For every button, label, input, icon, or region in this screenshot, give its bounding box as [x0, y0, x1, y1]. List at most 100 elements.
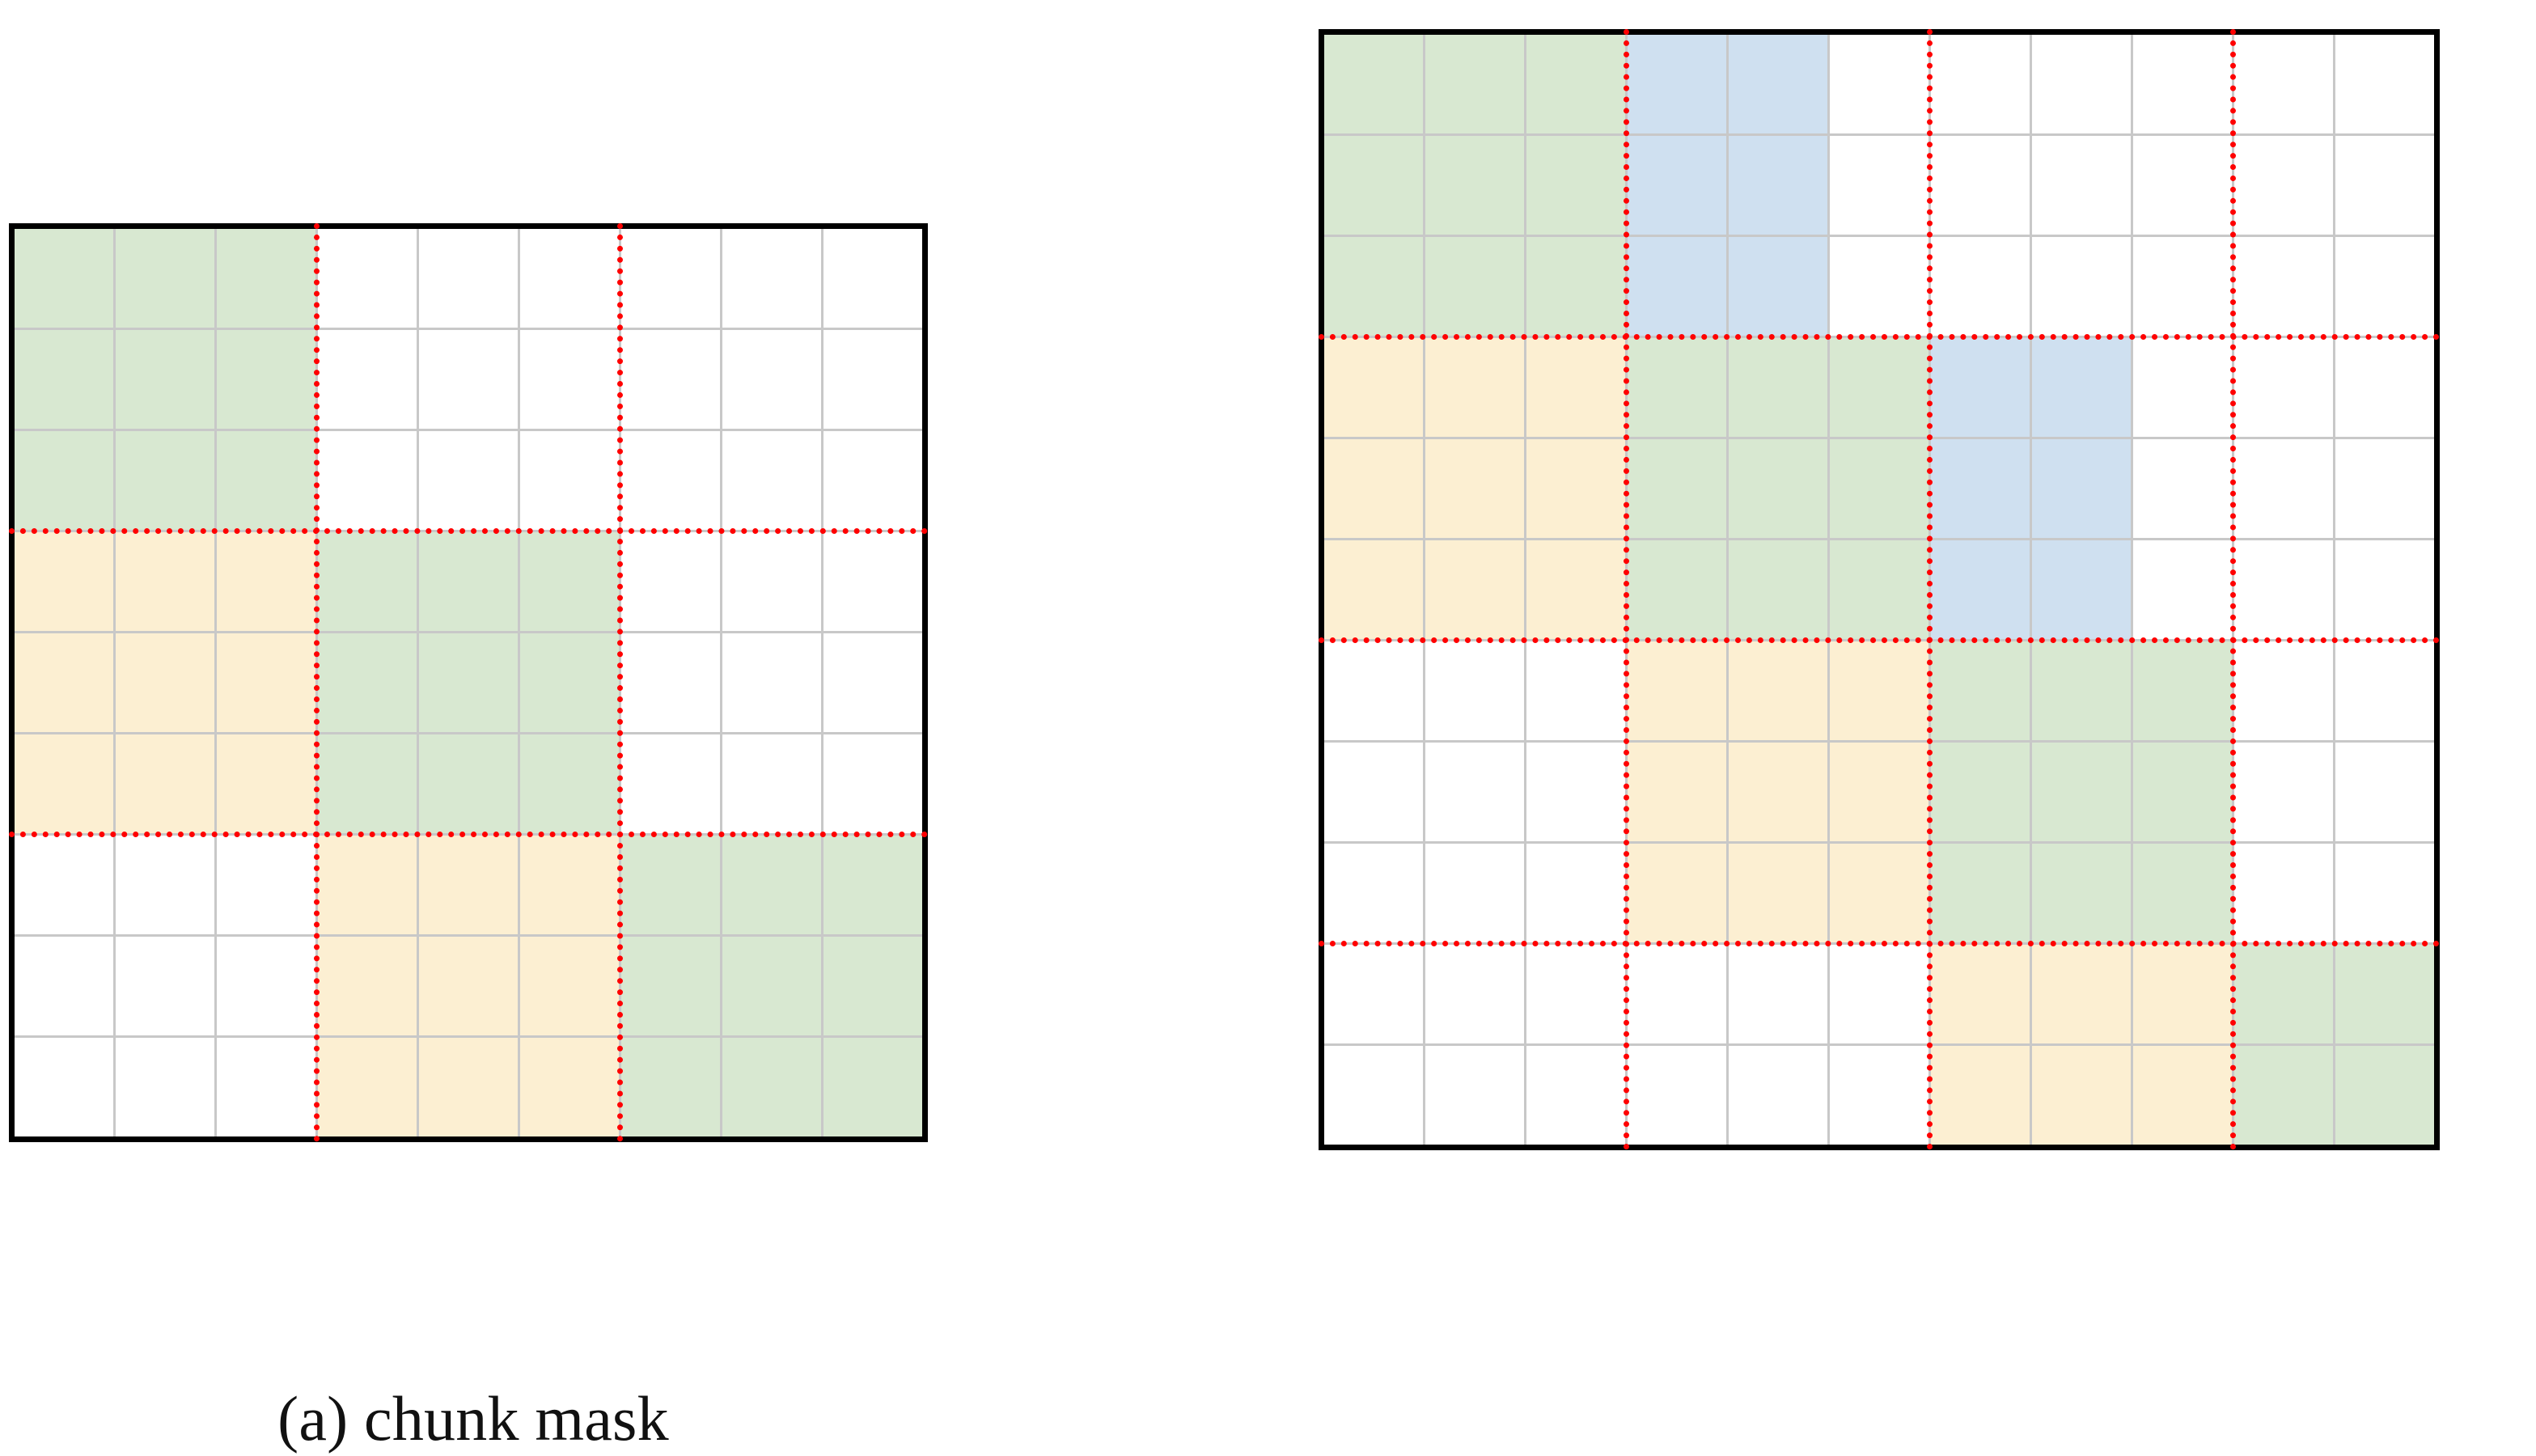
mask-cell	[217, 532, 315, 631]
mask-cell	[318, 431, 417, 530]
mask-cell	[1729, 136, 1827, 235]
mask-cell	[2335, 945, 2434, 1043]
mask-cell	[1830, 540, 1928, 639]
mask-cell	[2234, 844, 2333, 942]
mask-cell	[15, 734, 113, 833]
mask-cell	[2032, 338, 2131, 437]
mask-cell	[2234, 439, 2333, 538]
mask-cell	[621, 532, 720, 631]
mask-cell	[2335, 136, 2434, 235]
mask-cell	[1830, 945, 1928, 1043]
dynamic-right-context-grid	[1319, 29, 2440, 1150]
mask-cell	[2133, 540, 2232, 639]
mask-cell	[1931, 338, 2030, 437]
mask-cell	[1729, 237, 1827, 336]
mask-cell	[2133, 237, 2232, 336]
mask-cell	[823, 532, 922, 631]
mask-cell	[419, 836, 518, 934]
mask-cell	[419, 532, 518, 631]
mask-cell	[1830, 338, 1928, 437]
mask-cell	[1729, 743, 1827, 841]
mask-cell	[1425, 641, 1524, 740]
mask-cell	[823, 330, 922, 429]
chunk-mask-grid	[9, 223, 928, 1142]
mask-cell	[621, 633, 720, 732]
mask-cell	[419, 431, 518, 530]
mask-cell	[2133, 439, 2232, 538]
mask-cell	[318, 330, 417, 429]
mask-cell	[1628, 540, 1726, 639]
mask-cell	[217, 937, 315, 1035]
mask-cell	[2335, 743, 2434, 841]
mask-cell	[318, 937, 417, 1035]
mask-cell	[621, 734, 720, 833]
mask-cell	[1729, 35, 1827, 133]
mask-cell	[1425, 844, 1524, 942]
mask-cell	[1729, 945, 1827, 1043]
mask-cell	[15, 532, 113, 631]
mask-cell	[1324, 136, 1423, 235]
mask-cell	[621, 937, 720, 1035]
mask-cell	[722, 836, 821, 934]
mask-cell	[2234, 743, 2333, 841]
mask-cell	[2234, 641, 2333, 740]
mask-cell	[2133, 743, 2232, 841]
mask-cell	[1324, 844, 1423, 942]
mask-cell	[1931, 237, 2030, 336]
mask-cell	[1425, 1046, 1524, 1145]
mask-cell	[1729, 439, 1827, 538]
mask-cell	[1526, 540, 1625, 639]
mask-cell	[2335, 641, 2434, 740]
mask-cell	[2234, 945, 2333, 1043]
mask-cell	[419, 330, 518, 429]
mask-cell	[2032, 1046, 2131, 1145]
mask-cell	[2032, 641, 2131, 740]
mask-cell	[2335, 439, 2434, 538]
mask-cell	[116, 1038, 214, 1136]
mask-cell	[217, 431, 315, 530]
mask-cell	[1931, 136, 2030, 235]
mask-cell	[318, 532, 417, 631]
mask-cell	[1324, 237, 1423, 336]
mask-cell	[1324, 743, 1423, 841]
mask-cell	[2032, 743, 2131, 841]
mask-cell	[116, 431, 214, 530]
mask-cell	[2234, 35, 2333, 133]
mask-cell	[1830, 641, 1928, 740]
mask-cell	[15, 1038, 113, 1136]
mask-cell	[1628, 1046, 1726, 1145]
mask-cell	[419, 633, 518, 732]
mask-cell	[1526, 237, 1625, 336]
mask-cell	[2335, 540, 2434, 639]
mask-cell	[15, 633, 113, 732]
mask-cell	[15, 937, 113, 1035]
mask-cell	[1931, 641, 2030, 740]
mask-cell	[621, 330, 720, 429]
mask-cell	[520, 1038, 619, 1136]
mask-cell	[621, 836, 720, 934]
mask-cell	[1526, 743, 1625, 841]
mask-cell	[15, 229, 113, 328]
mask-cell	[1526, 35, 1625, 133]
mask-cell	[520, 734, 619, 833]
mask-cell	[1526, 338, 1625, 437]
mask-cell	[1324, 1046, 1423, 1145]
mask-cell	[823, 836, 922, 934]
mask-cell	[621, 431, 720, 530]
mask-cell	[722, 229, 821, 328]
mask-cell	[722, 633, 821, 732]
mask-cell	[2335, 237, 2434, 336]
mask-cell	[1526, 641, 1625, 740]
mask-cell	[217, 734, 315, 833]
mask-cell	[318, 633, 417, 732]
mask-cell	[1830, 439, 1928, 538]
mask-cell	[217, 1038, 315, 1136]
mask-cell	[520, 836, 619, 934]
mask-cell	[2335, 35, 2434, 133]
mask-cell	[2133, 844, 2232, 942]
mask-cell	[2032, 540, 2131, 639]
mask-cell	[217, 633, 315, 732]
mask-cell	[419, 229, 518, 328]
mask-cell	[15, 431, 113, 530]
mask-cell	[1931, 743, 2030, 841]
